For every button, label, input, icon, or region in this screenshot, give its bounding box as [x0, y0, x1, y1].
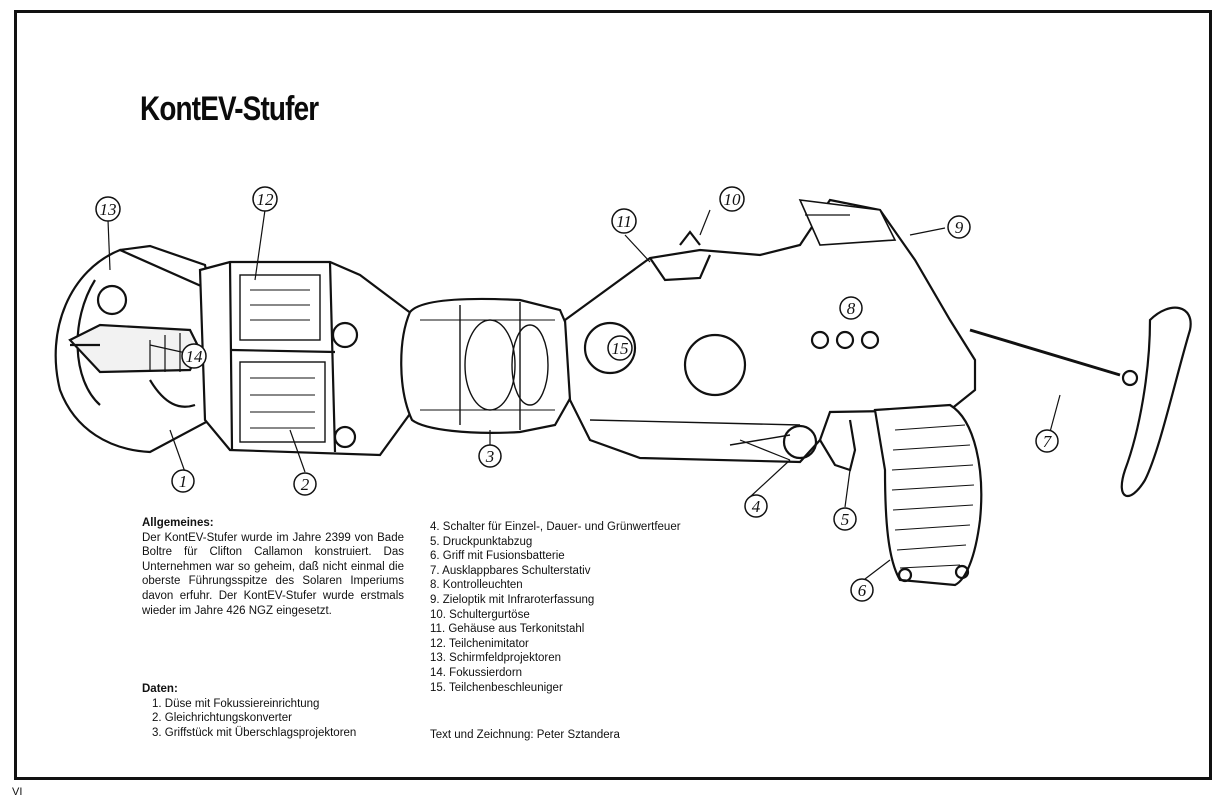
callout-6: 6: [850, 578, 874, 602]
data-section: Daten: 1. Düse mit Fokussiereinrichtung …: [142, 682, 412, 740]
callout-11: 11: [611, 208, 637, 234]
data-item: 1. Düse mit Fokussiereinrichtung: [152, 697, 320, 710]
data-item: 13. Schirmfeldprojektoren: [430, 652, 562, 665]
data-item: 3. Griffstück mit Überschlagsprojektoren: [152, 726, 357, 739]
svg-text:3: 3: [485, 447, 495, 466]
general-heading: Allgemeines:: [142, 517, 214, 529]
shoulder-stock: [969, 306, 1192, 498]
callout-7: 7: [1035, 429, 1059, 453]
general-section: Allgemeines: Der KontEV-Stufer wurde im …: [142, 516, 404, 618]
page-title: KontEV-Stufer: [140, 90, 319, 128]
svg-text:11: 11: [616, 212, 632, 231]
svg-text:7: 7: [1043, 432, 1053, 451]
callout-14: 14: [181, 343, 207, 369]
data-item: 14. Fokussierdorn: [430, 666, 523, 679]
data-item: 2. Gleichrichtungskonverter: [152, 712, 292, 725]
general-text: Der KontEV-Stufer wurde im Jahre 2399 vo…: [142, 531, 404, 617]
data-heading: Daten:: [142, 683, 178, 695]
callout-2: 2: [293, 472, 317, 496]
svg-text:10: 10: [724, 190, 742, 209]
callout-4: 4: [744, 494, 768, 518]
pistol-grip: [873, 403, 983, 587]
callout-3: 3: [478, 444, 502, 468]
svg-text:13: 13: [100, 200, 117, 219]
callout-8: 8: [839, 296, 863, 320]
page-frame: [14, 10, 1212, 780]
data-item: 5. Druckpunktabzug: [430, 535, 533, 548]
callout-1: 1: [171, 469, 195, 493]
svg-text:5: 5: [841, 510, 850, 529]
page-mark: VI: [12, 786, 23, 798]
svg-text:15: 15: [612, 339, 629, 358]
svg-text:4: 4: [752, 497, 761, 516]
grip-piece-section: [400, 297, 577, 434]
svg-text:8: 8: [847, 299, 856, 318]
svg-text:1: 1: [179, 472, 188, 491]
main-body-section: [563, 198, 977, 472]
data-item: 4. Schalter für Einzel-, Dauer- und Grün…: [430, 521, 681, 533]
callout-9: 9: [947, 215, 971, 239]
callout-15: 15: [607, 335, 633, 361]
callout-labels: 1 2 3 4 5 6 7 8 9 10 11 12 13 14 15: [95, 186, 1059, 602]
callout-5: 5: [833, 507, 857, 531]
credit-line: Text und Zeichnung: Peter Sztandera: [430, 729, 620, 741]
svg-text:2: 2: [301, 475, 310, 494]
data-item: 12. Teilchenimitator: [430, 637, 529, 650]
data-item: 10. Schultergurtöse: [430, 608, 530, 621]
data-list-continued: 4. Schalter für Einzel-, Dauer- und Grün…: [430, 520, 730, 695]
svg-text:6: 6: [858, 581, 867, 600]
data-item: 9. Zieloptik mit Infraroterfassung: [430, 593, 595, 606]
callout-10: 10: [719, 186, 745, 212]
svg-text:12: 12: [257, 190, 275, 209]
data-item: 7. Ausklappbares Schulterstativ: [430, 564, 591, 577]
data-item: 15. Teilchenbeschleuniger: [430, 681, 563, 694]
svg-text:9: 9: [955, 218, 964, 237]
converter-section: [198, 260, 422, 457]
data-item: 6. Griff mit Fusionsbatterie: [430, 550, 565, 563]
data-item: 8. Kontrolleuchten: [430, 579, 523, 592]
callout-12: 12: [252, 186, 278, 212]
svg-text:14: 14: [186, 347, 204, 366]
data-item: 11. Gehäuse aus Terkonitstahl: [430, 623, 585, 636]
callout-13: 13: [95, 196, 121, 222]
